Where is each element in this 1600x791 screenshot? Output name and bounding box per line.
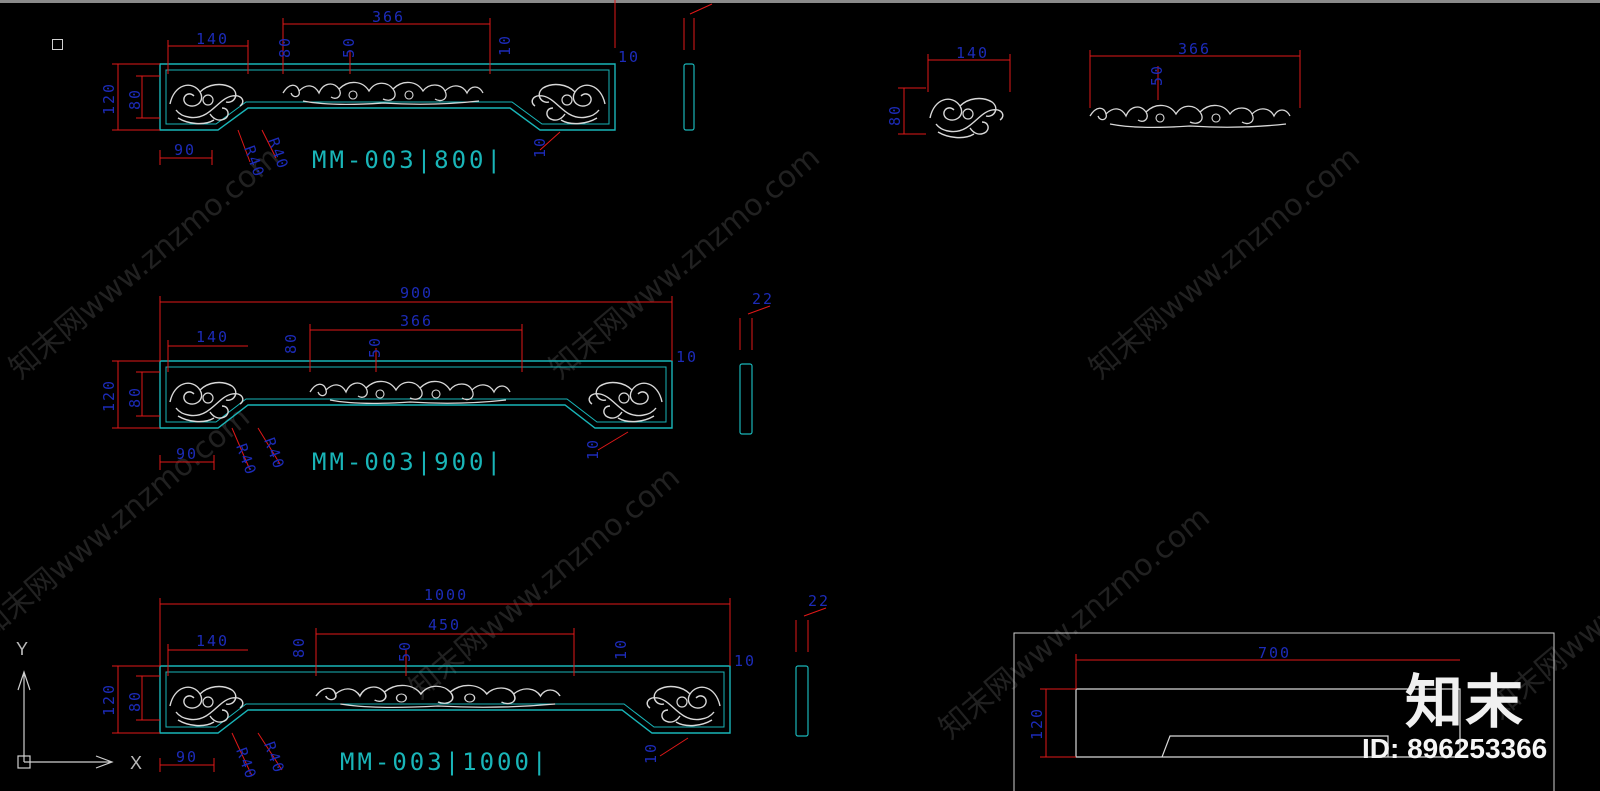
- dim-foot: 90: [176, 748, 198, 766]
- ornament-center: [309, 380, 511, 404]
- dim-radius-b: R40: [260, 435, 288, 472]
- section-frame: [1013, 632, 1555, 791]
- dim-edge-top: 10: [496, 34, 514, 56]
- window-top-border: [0, 0, 1600, 3]
- dim-edge-right: 10: [734, 652, 756, 670]
- watermark-logo: 知末: [1405, 668, 1526, 736]
- ornament-corner-left: [169, 83, 244, 125]
- side-profile-dim: [795, 607, 827, 652]
- part-mm003-800[interactable]: 140 366 50 80 120 80 90 10 10 10 R40 R40…: [100, 0, 713, 180]
- dimension-lines: [112, 0, 616, 165]
- watermark-id: ID: 896253366: [1362, 733, 1548, 764]
- dim-thickness: 22: [752, 290, 774, 308]
- dim-height: 50: [1148, 64, 1166, 86]
- dim-edge-right: 10: [676, 348, 698, 366]
- dim-width-total: 1000: [424, 586, 468, 604]
- dimension-lines: [112, 296, 673, 471]
- dim-height-center: 50: [340, 36, 358, 58]
- dim-offset: 80: [276, 36, 294, 58]
- section-view[interactable]: 700 120: [1013, 632, 1555, 791]
- side-profile-dim: [683, 3, 713, 50]
- dim-edge-bottom: 10: [531, 136, 549, 158]
- dim-foot: 90: [176, 445, 198, 463]
- dim-thickness: 22: [808, 592, 830, 610]
- dim-height-center: 50: [366, 336, 384, 358]
- dim-width: 366: [1178, 40, 1211, 58]
- dim-height: 80: [886, 104, 904, 126]
- dimension-lines: [1089, 50, 1301, 108]
- detail-corner-ornament[interactable]: 140 80: [886, 44, 1011, 139]
- dim-height-total: 120: [100, 683, 118, 716]
- dim-radius-a: R40: [232, 745, 260, 782]
- dim-offset: 80: [282, 332, 300, 354]
- part-label[interactable]: MM-003|900|: [312, 448, 504, 476]
- part-outline[interactable]: [159, 665, 731, 734]
- dim-edge-bottom: 10: [584, 438, 602, 460]
- dim-radius-b: R40: [260, 739, 288, 776]
- side-profile[interactable]: [683, 63, 695, 131]
- dim-height-center: 50: [396, 640, 414, 662]
- watermark-text: 知末网www.znzmo.com: [933, 500, 1217, 746]
- dim-height-total: 120: [100, 82, 118, 115]
- ornament-corner-right: [646, 685, 721, 727]
- axis-label-y: Y: [16, 639, 28, 659]
- dim-edge-bottom: 10: [642, 742, 660, 764]
- dim-width-center: 366: [372, 8, 405, 26]
- watermark-text: 知末网www.znzmo.com: [403, 460, 687, 706]
- dim-height-total: 120: [100, 379, 118, 412]
- ornament-corner-right: [531, 83, 606, 125]
- side-profile[interactable]: [739, 363, 753, 435]
- dim-width-corner: 140: [196, 30, 229, 48]
- watermark-text: 知末网www.znzmo.com: [3, 140, 287, 386]
- watermark-text: 知末网www.znzmo.com: [1083, 140, 1367, 386]
- dim-width: 700: [1258, 644, 1291, 662]
- dimension-lines: [1040, 654, 1460, 758]
- part-outline[interactable]: [159, 63, 616, 131]
- dim-width: 140: [956, 44, 989, 62]
- watermark-text: 知末网www.znzmo.com: [0, 400, 257, 646]
- part-inner-outline: [165, 671, 725, 728]
- side-profile-dim: [739, 305, 771, 350]
- dimension-lines: [898, 54, 1011, 135]
- ornament-corner-right: [588, 381, 663, 423]
- dim-foot: 90: [174, 141, 196, 159]
- dim-width-corner: 140: [196, 328, 229, 346]
- part-outline[interactable]: [159, 360, 673, 429]
- dimension-lines: [112, 598, 731, 777]
- part-label[interactable]: MM-003|1000|: [340, 748, 549, 776]
- dim-height-corner: 80: [126, 386, 144, 408]
- dim-width-center: 450: [428, 616, 461, 634]
- dim-edge-top: 10: [612, 638, 630, 660]
- detail-center-ornament[interactable]: 366 50: [1089, 40, 1301, 128]
- part-inner-outline: [165, 69, 610, 125]
- dim-width-center: 366: [400, 312, 433, 330]
- part-label[interactable]: MM-003|800|: [312, 146, 504, 174]
- axis-label-x: X: [130, 753, 142, 773]
- part-inner-outline: [165, 366, 667, 423]
- ucs-axis-icon: [17, 670, 114, 769]
- ornament-corner-left: [169, 685, 244, 727]
- dim-edge-right: 10: [618, 48, 640, 66]
- part-mm003-1000[interactable]: 1000 140 450 50 80 120 80 90 10 10 10 R4…: [100, 586, 830, 782]
- dim-height-corner: 80: [126, 88, 144, 110]
- dim-width-corner: 140: [196, 632, 229, 650]
- dim-width-total: 900: [400, 284, 433, 302]
- side-profile[interactable]: [795, 665, 809, 737]
- dim-height: 120: [1028, 707, 1046, 740]
- ornament-center: [282, 81, 484, 105]
- dim-height-corner: 80: [126, 690, 144, 712]
- dim-radius-a: R40: [232, 441, 260, 478]
- viewport-control-square[interactable]: [52, 39, 63, 50]
- dim-offset: 80: [290, 636, 308, 658]
